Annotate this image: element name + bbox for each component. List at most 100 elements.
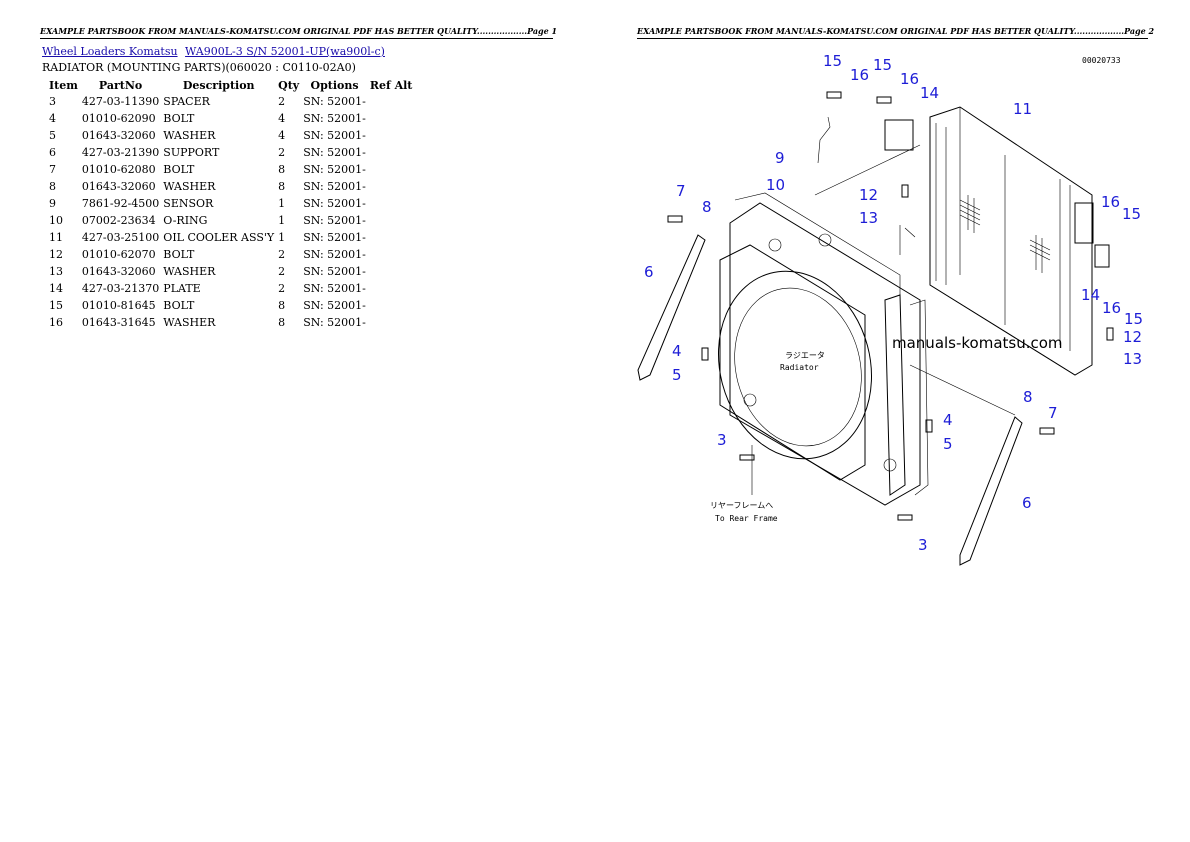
cell-partno: 01643-32060 [81, 180, 156, 193]
leader-lines [751, 144, 1016, 495]
cell-description: BOLT [163, 248, 195, 261]
cell-qty: 1 [278, 231, 286, 244]
column-header-options: Options [310, 78, 359, 92]
cell-options: SN: 52001- [303, 146, 366, 159]
cell-refalt [368, 246, 415, 263]
cell-qty: 4 [278, 129, 286, 142]
cell-partno: 01643-31645 [81, 316, 156, 329]
cell-options: SN: 52001- [303, 180, 366, 193]
table-row: 8 01643-32060 WASHER 8 SN: 52001- [44, 178, 414, 195]
cell-options: SN: 52001- [303, 231, 366, 244]
cell-description: SENSOR [163, 197, 214, 210]
cell-partno: 01643-32060 [81, 265, 156, 278]
callout-number: 15 [873, 56, 892, 74]
callout-number: 15 [1124, 310, 1143, 328]
cell-options: SN: 52001- [303, 248, 366, 261]
column-header-item: Item [49, 78, 78, 92]
callout-number: 6 [644, 263, 654, 281]
cell-refalt [368, 178, 415, 195]
rear-frame-label-en: To Rear Frame [715, 514, 778, 523]
cell-item: 3 [49, 95, 56, 108]
callout-number: 12 [1123, 328, 1142, 346]
cell-refalt [368, 195, 415, 212]
callout-number: 14 [1081, 286, 1100, 304]
breadcrumb-link-model[interactable]: WA900L-3 S/N 52001-UP(wa900l-c) [185, 45, 385, 58]
cell-partno: 01010-81645 [81, 299, 156, 312]
callout-number: 13 [1123, 350, 1142, 368]
cell-refalt [368, 263, 415, 280]
cell-refalt [368, 110, 415, 127]
cell-options: SN: 52001- [303, 197, 366, 210]
cell-item: 14 [49, 282, 63, 295]
column-header-description: Description [182, 78, 255, 92]
callout-number: 15 [1122, 205, 1141, 223]
drawing-number: 00020733 [1082, 56, 1121, 65]
oil-cooler-drawing [929, 106, 1094, 376]
cell-description: OIL COOLER ASS'Y [163, 231, 275, 244]
cell-item: 10 [49, 214, 63, 227]
parts-table: Item PartNo Description Qty Options Ref … [44, 77, 414, 331]
cell-item: 13 [49, 265, 63, 278]
cell-description: WASHER [163, 180, 216, 193]
callout-number: 11 [1013, 100, 1032, 118]
column-header-refalt: Ref Alt [369, 78, 413, 92]
page-header-2: EXAMPLE PARTSBOOK FROM MANUALS-KOMATSU.C… [637, 26, 1154, 39]
cell-item: 8 [49, 180, 56, 193]
cell-partno: 01643-32060 [81, 129, 156, 142]
cell-options: SN: 52001- [303, 95, 366, 108]
breadcrumb-link-category[interactable]: Wheel Loaders Komatsu [42, 45, 178, 58]
table-header-row: Item PartNo Description Qty Options Ref … [44, 77, 414, 93]
cell-qty: 1 [278, 197, 286, 210]
callout-number: 4 [943, 411, 953, 429]
cell-description: BOLT [163, 112, 195, 125]
cell-options: SN: 52001- [303, 316, 366, 329]
cell-partno: 7861-92-4500 [81, 197, 160, 210]
cell-qty: 8 [278, 299, 286, 312]
cell-refalt [368, 229, 415, 246]
support-right-drawing [959, 416, 1023, 566]
callout-number: 10 [766, 176, 785, 194]
cell-description: WASHER [163, 316, 216, 329]
callout-number: 13 [859, 209, 878, 227]
cell-qty: 4 [278, 112, 286, 125]
cell-description: BOLT [163, 163, 195, 176]
support-left-drawing [637, 234, 706, 381]
cell-options: SN: 52001- [303, 265, 366, 278]
cell-refalt [368, 127, 415, 144]
callout-number: 5 [943, 435, 953, 453]
cell-description: O-RING [163, 214, 208, 227]
callout-number: 8 [702, 198, 712, 216]
cell-options: SN: 52001- [303, 129, 366, 142]
cell-qty: 8 [278, 163, 286, 176]
cell-description: SUPPORT [163, 146, 220, 159]
cell-item: 7 [49, 163, 56, 176]
callout-number: 16 [850, 66, 869, 84]
cell-refalt [368, 280, 415, 297]
cell-description: WASHER [163, 265, 216, 278]
column-header-qty: Qty [278, 78, 300, 92]
cell-options: SN: 52001- [303, 112, 366, 125]
cell-qty: 2 [278, 146, 286, 159]
cell-options: SN: 52001- [303, 214, 366, 227]
cell-item: 5 [49, 129, 56, 142]
breadcrumb: Wheel Loaders Komatsu WA900L-3 S/N 52001… [42, 45, 389, 58]
radiator-label-jp: ラジエータ [785, 351, 825, 360]
exploded-parts-diagram: 00020733 ラジエータ Radiator [637, 52, 1143, 566]
cell-item: 9 [49, 197, 56, 210]
page-header-1: EXAMPLE PARTSBOOK FROM MANUALS-KOMATSU.C… [40, 26, 557, 39]
cell-qty: 8 [278, 180, 286, 193]
cell-partno: 427-03-21390 [81, 146, 160, 159]
callout-number: 16 [1102, 299, 1121, 317]
callout-number: 7 [676, 182, 686, 200]
cell-qty: 1 [278, 214, 286, 227]
